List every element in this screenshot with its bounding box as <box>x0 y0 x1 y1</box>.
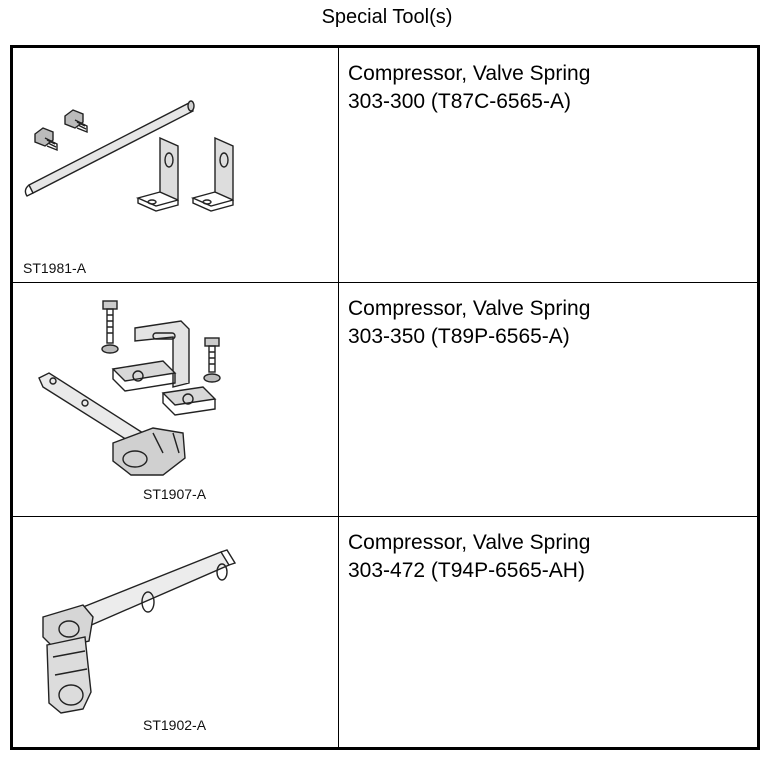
tool-description-cell: Compressor, Valve Spring 303-350 (T89P-6… <box>339 283 757 516</box>
page-title: Special Tool(s) <box>321 6 453 28</box>
table-row: ST1907-A Compressor, Valve Spring 303-35… <box>13 283 757 517</box>
tool-part-number: 303-472 (T94P-6565-AH) <box>348 559 585 582</box>
tool-description-cell: Compressor, Valve Spring 303-300 (T87C-6… <box>339 48 757 282</box>
table-row: ST1981-A Compressor, Valve Spring 303-30… <box>13 48 757 283</box>
tool-part-number: 303-300 (T87C-6565-A) <box>348 90 571 113</box>
tool-image-cell: ST1902-A <box>13 517 339 747</box>
tool-image-label: ST1981-A <box>23 260 87 276</box>
tool-name: Compressor, Valve Spring <box>348 297 591 320</box>
valve-spring-compressor-arm-illustration <box>42 549 237 714</box>
tool-image-cell: ST1907-A <box>13 283 339 516</box>
tool-image-label: ST1902-A <box>143 717 207 733</box>
tool-part-number: 303-350 (T89P-6565-A) <box>348 325 570 348</box>
table-row: ST1902-A Compressor, Valve Spring 303-47… <box>13 517 757 747</box>
tool-name: Compressor, Valve Spring <box>348 62 591 85</box>
valve-spring-compressor-rod-illustration <box>24 100 234 212</box>
special-tools-table: ST1981-A Compressor, Valve Spring 303-30… <box>10 45 760 750</box>
valve-spring-compressor-lever-illustration <box>38 300 221 476</box>
tool-image-cell: ST1981-A <box>13 48 339 282</box>
tool-image-label: ST1907-A <box>143 486 207 502</box>
tool-name: Compressor, Valve Spring <box>348 531 591 554</box>
tool-description-cell: Compressor, Valve Spring 303-472 (T94P-6… <box>339 517 757 747</box>
